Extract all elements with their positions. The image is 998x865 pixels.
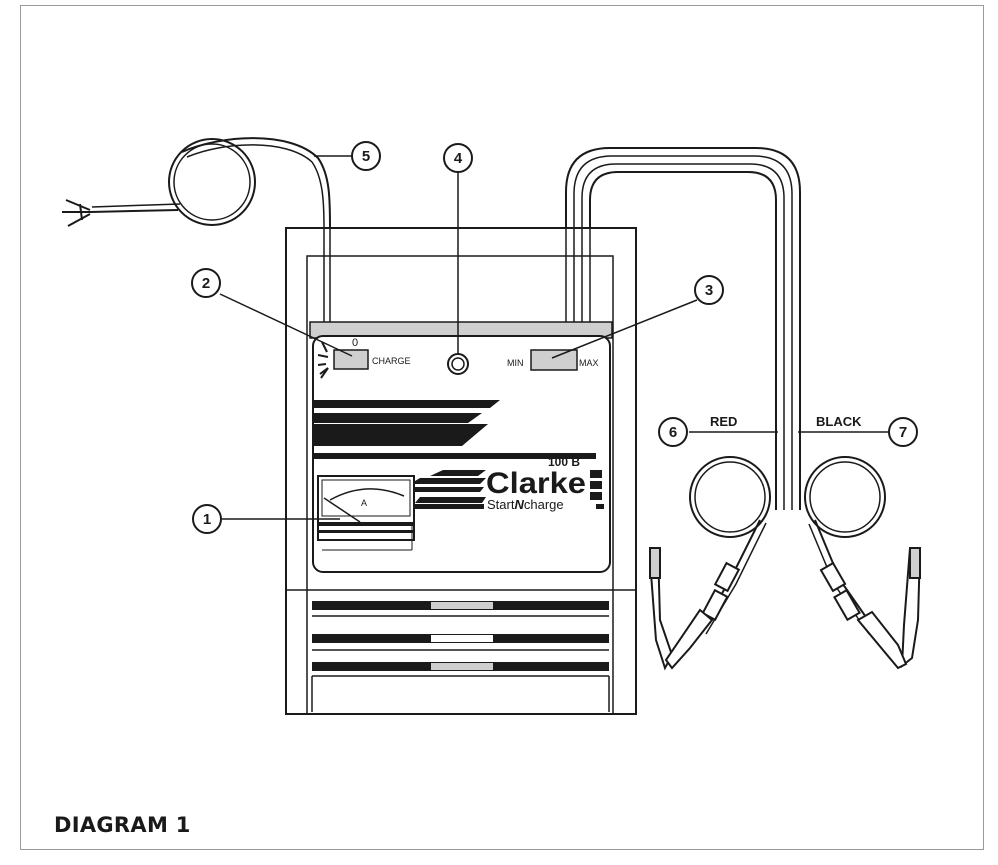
tagline: StartNcharge (487, 497, 564, 512)
charge-zero-label: 0 (352, 337, 358, 349)
max-label: MAX (579, 358, 599, 368)
callout-7-number: 7 (899, 424, 907, 441)
callout-2: 2 (191, 268, 221, 298)
black-label: BLACK (816, 414, 862, 429)
tagline-start: Start (487, 497, 515, 512)
ammeter (317, 475, 415, 551)
callout-3: 3 (694, 275, 724, 305)
callout-4: 4 (443, 143, 473, 173)
ammeter-needle (323, 497, 361, 523)
tagline-n: N (514, 497, 524, 512)
cable-entries (323, 228, 591, 322)
diagram-caption: DIAGRAM 1 (54, 813, 191, 837)
callout-6: 6 (658, 417, 688, 447)
black-clamp (819, 547, 922, 670)
callout-3-number: 3 (705, 282, 713, 299)
model-label: 100 B (548, 455, 580, 469)
red-clamp (649, 547, 741, 671)
min-label: MIN (507, 358, 524, 368)
panel-stripes-lower (400, 497, 486, 509)
plug-prongs-icon (62, 199, 91, 227)
vent-slots (311, 601, 610, 712)
ammeter-unit: A (361, 498, 367, 508)
callout-5: 5 (351, 141, 381, 171)
callout-1: 1 (192, 504, 222, 534)
panel-stripes-upper (313, 400, 596, 459)
brand-stripes (400, 470, 604, 509)
callout-4-number: 4 (454, 150, 463, 167)
charge-switch (333, 349, 369, 370)
brand-logo: Clarke (486, 467, 586, 500)
min-max-selector (530, 349, 578, 371)
tagline-charge: charge (524, 497, 564, 512)
battery-leads (565, 147, 886, 635)
charge-label: CHARGE (372, 356, 411, 366)
callout-2-number: 2 (202, 275, 210, 292)
mains-cable (89, 137, 331, 229)
callout-1-number: 1 (203, 511, 211, 528)
callout-5-number: 5 (362, 148, 370, 165)
charge-setting-icon (317, 341, 329, 379)
callout-leaders (219, 155, 698, 520)
callout-6-number: 6 (669, 424, 677, 441)
diagram-frame (20, 5, 984, 850)
red-label: RED (710, 414, 737, 429)
callout-7: 7 (888, 417, 918, 447)
